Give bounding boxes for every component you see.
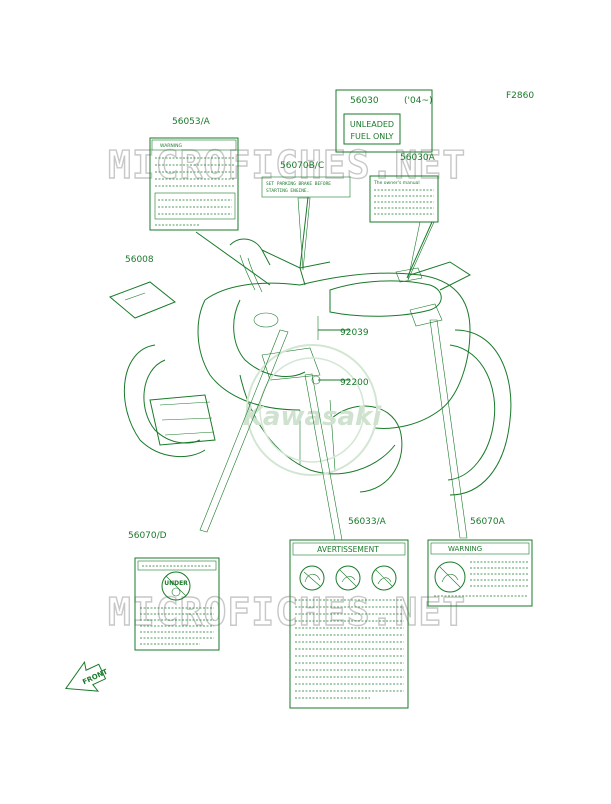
part-56070bc: 56070B/C <box>280 161 324 171</box>
atv-outline: Kawasaki <box>123 238 512 496</box>
figure-code: F2860 <box>506 91 534 101</box>
decal-56053-title: WARNING <box>160 143 182 149</box>
under-text: UNDER <box>164 580 188 587</box>
part-56030-year: ('04~) <box>404 96 433 106</box>
decal-56030: UNLEADED FUEL ONLY <box>335 89 433 153</box>
part-56070d: 56070/D <box>128 531 167 541</box>
fuel-line-1: UNLEADED <box>350 120 394 129</box>
avertissement-title: AVERTISSEMENT <box>317 545 379 554</box>
part-56030: 56030 <box>350 96 379 106</box>
brake-line-1: SET PARKING BRAKE BEFORE <box>266 181 331 187</box>
part-56033: 56033/A <box>348 517 387 527</box>
front-arrow: FRONT <box>64 660 109 692</box>
brake-line-2: STARTING ENGINE. <box>266 188 309 194</box>
watermark-bottom: MICROFICHES.NET <box>108 590 466 634</box>
part-56030a: 56030A <box>400 153 436 163</box>
decal-56053: WARNING <box>149 137 239 231</box>
part-92039: 92039 <box>340 328 369 338</box>
decal-56070a: WARNING <box>427 539 533 607</box>
fuel-line-2: FUEL ONLY <box>350 132 393 141</box>
decal-56033: AVERTISSEMENT <box>289 539 409 709</box>
part-92200: 92200 <box>340 378 369 388</box>
decal-56070bc: SET PARKING BRAKE BEFORE STARTING ENGINE… <box>261 176 351 198</box>
owners-manual-text: The owner's manual <box>373 180 420 186</box>
leader-lines <box>195 196 468 541</box>
part-56070a: 56070A <box>470 517 506 527</box>
decal-56008 <box>109 281 176 319</box>
warning-a-title: WARNING <box>448 545 482 553</box>
decal-56030a: The owner's manual <box>369 175 439 223</box>
part-56008: 56008 <box>125 255 154 265</box>
decal-56070d: UNDER <box>134 557 220 651</box>
part-56053: 56053/A <box>172 117 211 127</box>
